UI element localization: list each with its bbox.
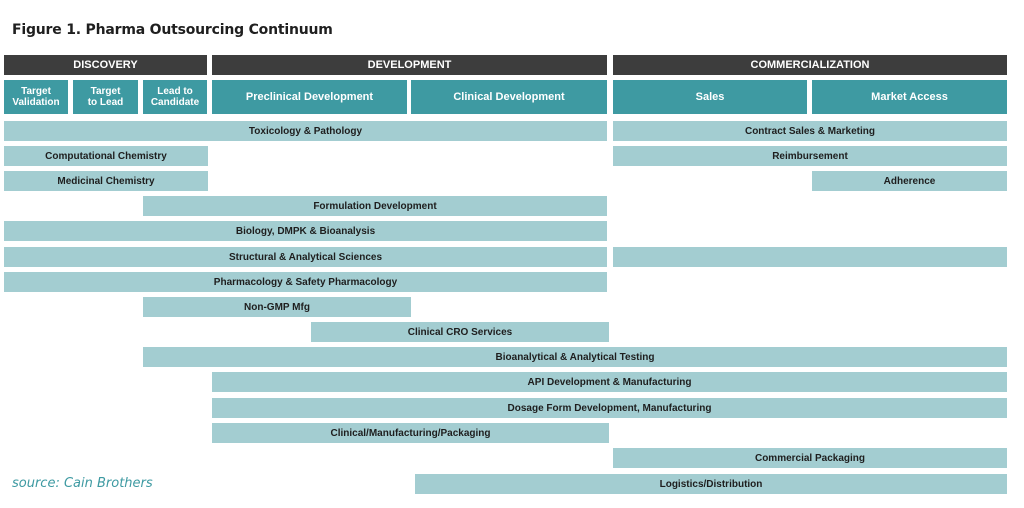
bar-formulation-development: Formulation Development: [143, 196, 607, 216]
stage-sales: Sales: [613, 80, 807, 114]
bar-api-development-manufacturing: API Development & Manufacturing: [212, 372, 1007, 392]
bar-toxicology-pathology: Toxicology & Pathology: [4, 121, 607, 141]
stage-clinical-development: Clinical Development: [411, 80, 607, 114]
source-note: source: Cain Brothers: [12, 476, 153, 491]
bar-non-gmp-mfg: Non-GMP Mfg: [143, 297, 411, 317]
stage-lead-to-candidate: Lead to Candidate: [143, 80, 207, 114]
phase-header-commercialization: COMMERCIALIZATION: [613, 55, 1007, 75]
bar-medicinal-chemistry: Medicinal Chemistry: [4, 171, 208, 191]
bar-pharmacology-safety: Pharmacology & Safety Pharmacology: [4, 272, 607, 292]
bar-contract-sales-marketing: Contract Sales & Marketing: [613, 121, 1007, 141]
bar-commercial-packaging: Commercial Packaging: [613, 448, 1007, 468]
bar-computational-chemistry: Computational Chemistry: [4, 146, 208, 166]
figure-title: Figure 1. Pharma Outsourcing Continuum: [12, 22, 333, 38]
stage-market-access: Market Access: [812, 80, 1007, 114]
bar-structural-analytical-sciences-commercial: [613, 247, 1007, 267]
bar-biology-dmpk-bioanalysis: Biology, DMPK & Bioanalysis: [4, 221, 607, 241]
bar-adherence: Adherence: [812, 171, 1007, 191]
stage-preclinical-development: Preclinical Development: [212, 80, 407, 114]
bar-reimbursement: Reimbursement: [613, 146, 1007, 166]
bar-dosage-form-development: Dosage Form Development, Manufacturing: [212, 398, 1007, 418]
stage-target-validation: Target Validation: [4, 80, 68, 114]
bar-structural-analytical-sciences: Structural & Analytical Sciences: [4, 247, 607, 267]
bar-clinical-manufacturing-packaging: Clinical/Manufacturing/Packaging: [212, 423, 609, 443]
stage-target-to-lead: Target to Lead: [73, 80, 138, 114]
phase-header-discovery: DISCOVERY: [4, 55, 207, 75]
phase-header-development: DEVELOPMENT: [212, 55, 607, 75]
bar-clinical-cro-services: Clinical CRO Services: [311, 322, 609, 342]
bar-bioanalytical-analytical-testing: Bioanalytical & Analytical Testing: [143, 347, 1007, 367]
bar-logistics-distribution: Logistics/Distribution: [415, 474, 1007, 494]
